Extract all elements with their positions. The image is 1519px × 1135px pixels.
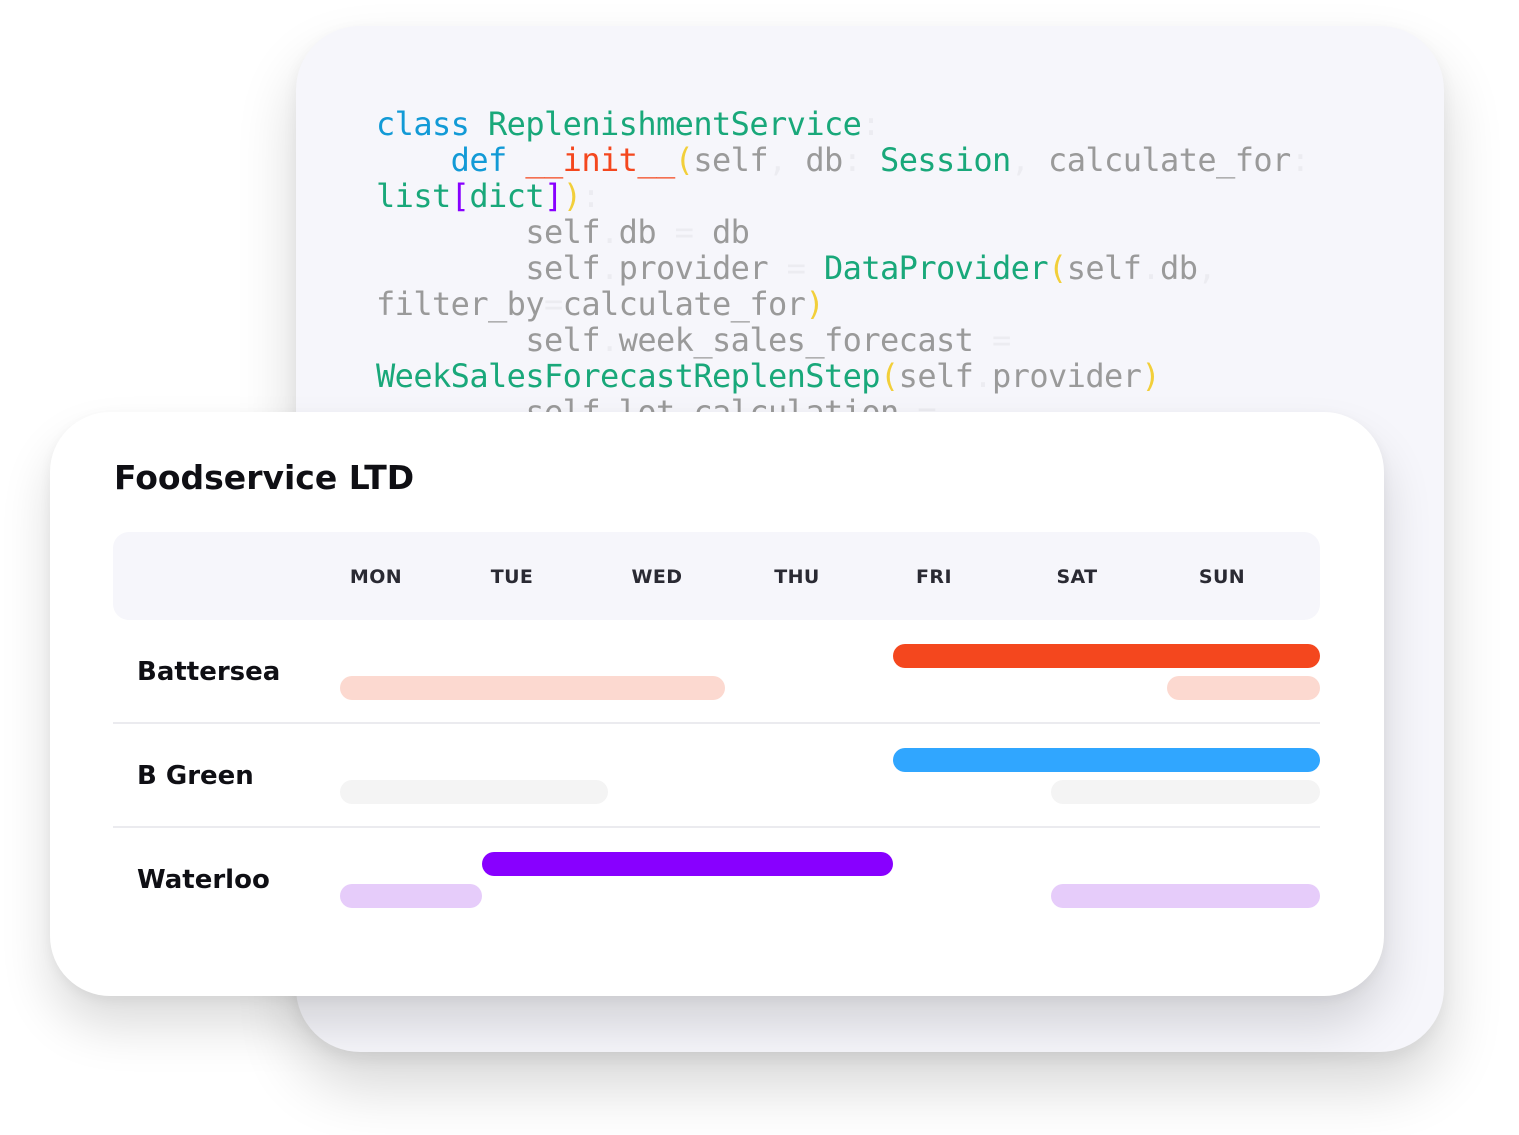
code-token xyxy=(861,141,880,179)
code-token: [ xyxy=(450,177,470,215)
schedule-row-b-green[interactable]: B Green xyxy=(113,724,1320,828)
code-token: self xyxy=(376,249,600,287)
code-token: def xyxy=(450,141,508,179)
code-token: self xyxy=(376,321,600,359)
schedule-row-waterloo[interactable]: Waterloo xyxy=(113,828,1320,932)
code-token: provider xyxy=(992,357,1142,395)
code-token: = xyxy=(544,285,563,323)
day-header: MON TUE WED THU FRI SAT SUN xyxy=(113,532,1320,620)
code-token: db xyxy=(1160,249,1198,287)
code-token: self xyxy=(376,213,600,251)
code-token xyxy=(805,249,824,287)
code-token: ] xyxy=(544,177,563,215)
code-token: , xyxy=(768,141,787,179)
code-token: filter_by xyxy=(376,285,545,323)
day-label-sun: SUN xyxy=(1198,566,1246,588)
code-token: = xyxy=(992,321,1011,359)
schedule-bar-secondary[interactable] xyxy=(340,780,608,804)
schedule-bar-primary[interactable] xyxy=(893,748,1320,772)
code-token xyxy=(376,141,451,179)
code-token: = xyxy=(674,213,694,251)
code-line: WeekSalesForecastReplenStep(self.provide… xyxy=(376,358,1309,394)
code-token: . xyxy=(973,357,992,395)
code-token: WeekSalesForecastReplenStep xyxy=(376,357,881,395)
code-line: list[dict]): xyxy=(376,178,1309,214)
code-line: def __init__(self, db: Session, calculat… xyxy=(376,141,1310,179)
code-token: ( xyxy=(1048,249,1067,287)
row-label: Battersea xyxy=(137,657,281,687)
code-token: ( xyxy=(674,141,694,179)
day-label-tue: TUE xyxy=(490,566,534,588)
code-token: self xyxy=(693,141,769,179)
code-token: self xyxy=(1066,249,1142,287)
day-label-fri: FRI xyxy=(916,566,952,588)
day-label-sat: SAT xyxy=(1056,566,1098,588)
row-label: Waterloo xyxy=(137,865,270,895)
code-token: db xyxy=(693,213,750,251)
row-divider xyxy=(113,722,1320,724)
code-token: = xyxy=(786,249,806,287)
code-line: class ReplenishmentService: xyxy=(376,106,1309,142)
day-label-mon: MON xyxy=(349,566,403,588)
day-label-thu: THU xyxy=(774,566,820,588)
code-token: . xyxy=(600,249,619,287)
schedule-bar-secondary[interactable] xyxy=(340,884,482,908)
code-token: , xyxy=(1197,249,1217,287)
code-line: self.provider = DataProvider(self.db, xyxy=(376,250,1309,286)
code-token: DataProvider xyxy=(824,249,1049,287)
schedule-title: Foodservice LTD xyxy=(114,458,415,497)
code-token: calculate_for xyxy=(1029,141,1291,179)
schedule-bar-secondary[interactable] xyxy=(1051,780,1320,804)
schedule-row-battersea[interactable]: Battersea xyxy=(113,620,1320,724)
schedule-bar-secondary[interactable] xyxy=(340,676,725,700)
code-token: : xyxy=(1290,141,1310,179)
code-token: provider xyxy=(618,249,787,287)
code-token: : xyxy=(581,177,601,215)
code-token: ) xyxy=(1141,357,1160,395)
code-token: , xyxy=(1010,141,1030,179)
code-token: ( xyxy=(879,357,899,395)
code-token: class xyxy=(376,105,470,143)
code-token: dict xyxy=(469,177,545,215)
code-token: . xyxy=(1141,249,1161,287)
code-token: db xyxy=(618,213,675,251)
schedule-bar-secondary[interactable] xyxy=(1051,884,1320,908)
schedule-bar-primary[interactable] xyxy=(482,852,893,876)
code-token: . xyxy=(600,213,619,251)
day-label-wed: WED xyxy=(631,566,683,588)
code-token: . xyxy=(600,321,619,359)
code-token: Session xyxy=(880,141,1011,179)
code-token xyxy=(507,141,526,179)
code-token: ReplenishmentService xyxy=(488,105,862,143)
code-token: self xyxy=(898,357,974,395)
row-label: B Green xyxy=(137,761,254,791)
code-token: : xyxy=(842,141,862,179)
schedule-bar-primary[interactable] xyxy=(893,644,1320,668)
schedule-bar-secondary[interactable] xyxy=(1167,676,1320,700)
code-token: list xyxy=(376,177,451,215)
code-token: ) xyxy=(805,285,824,323)
code-token: __init__ xyxy=(525,141,675,179)
code-token: week_sales_forecast xyxy=(618,321,992,359)
code-token: db xyxy=(786,141,843,179)
code-block: class ReplenishmentService: def __init__… xyxy=(376,106,1310,430)
code-token: calculate_for xyxy=(562,285,806,323)
code-line: filter_by=calculate_for) xyxy=(376,286,1309,322)
row-divider xyxy=(113,826,1320,828)
code-token: ) xyxy=(562,177,582,215)
code-line: self.week_sales_forecast = xyxy=(376,322,1309,358)
schedule-card: Foodservice LTD MON TUE WED THU FRI SAT SUN Ba… xyxy=(50,412,1384,996)
code-line: self.db = db xyxy=(376,214,1309,250)
code-token xyxy=(469,105,488,143)
code-token: : xyxy=(861,105,881,143)
